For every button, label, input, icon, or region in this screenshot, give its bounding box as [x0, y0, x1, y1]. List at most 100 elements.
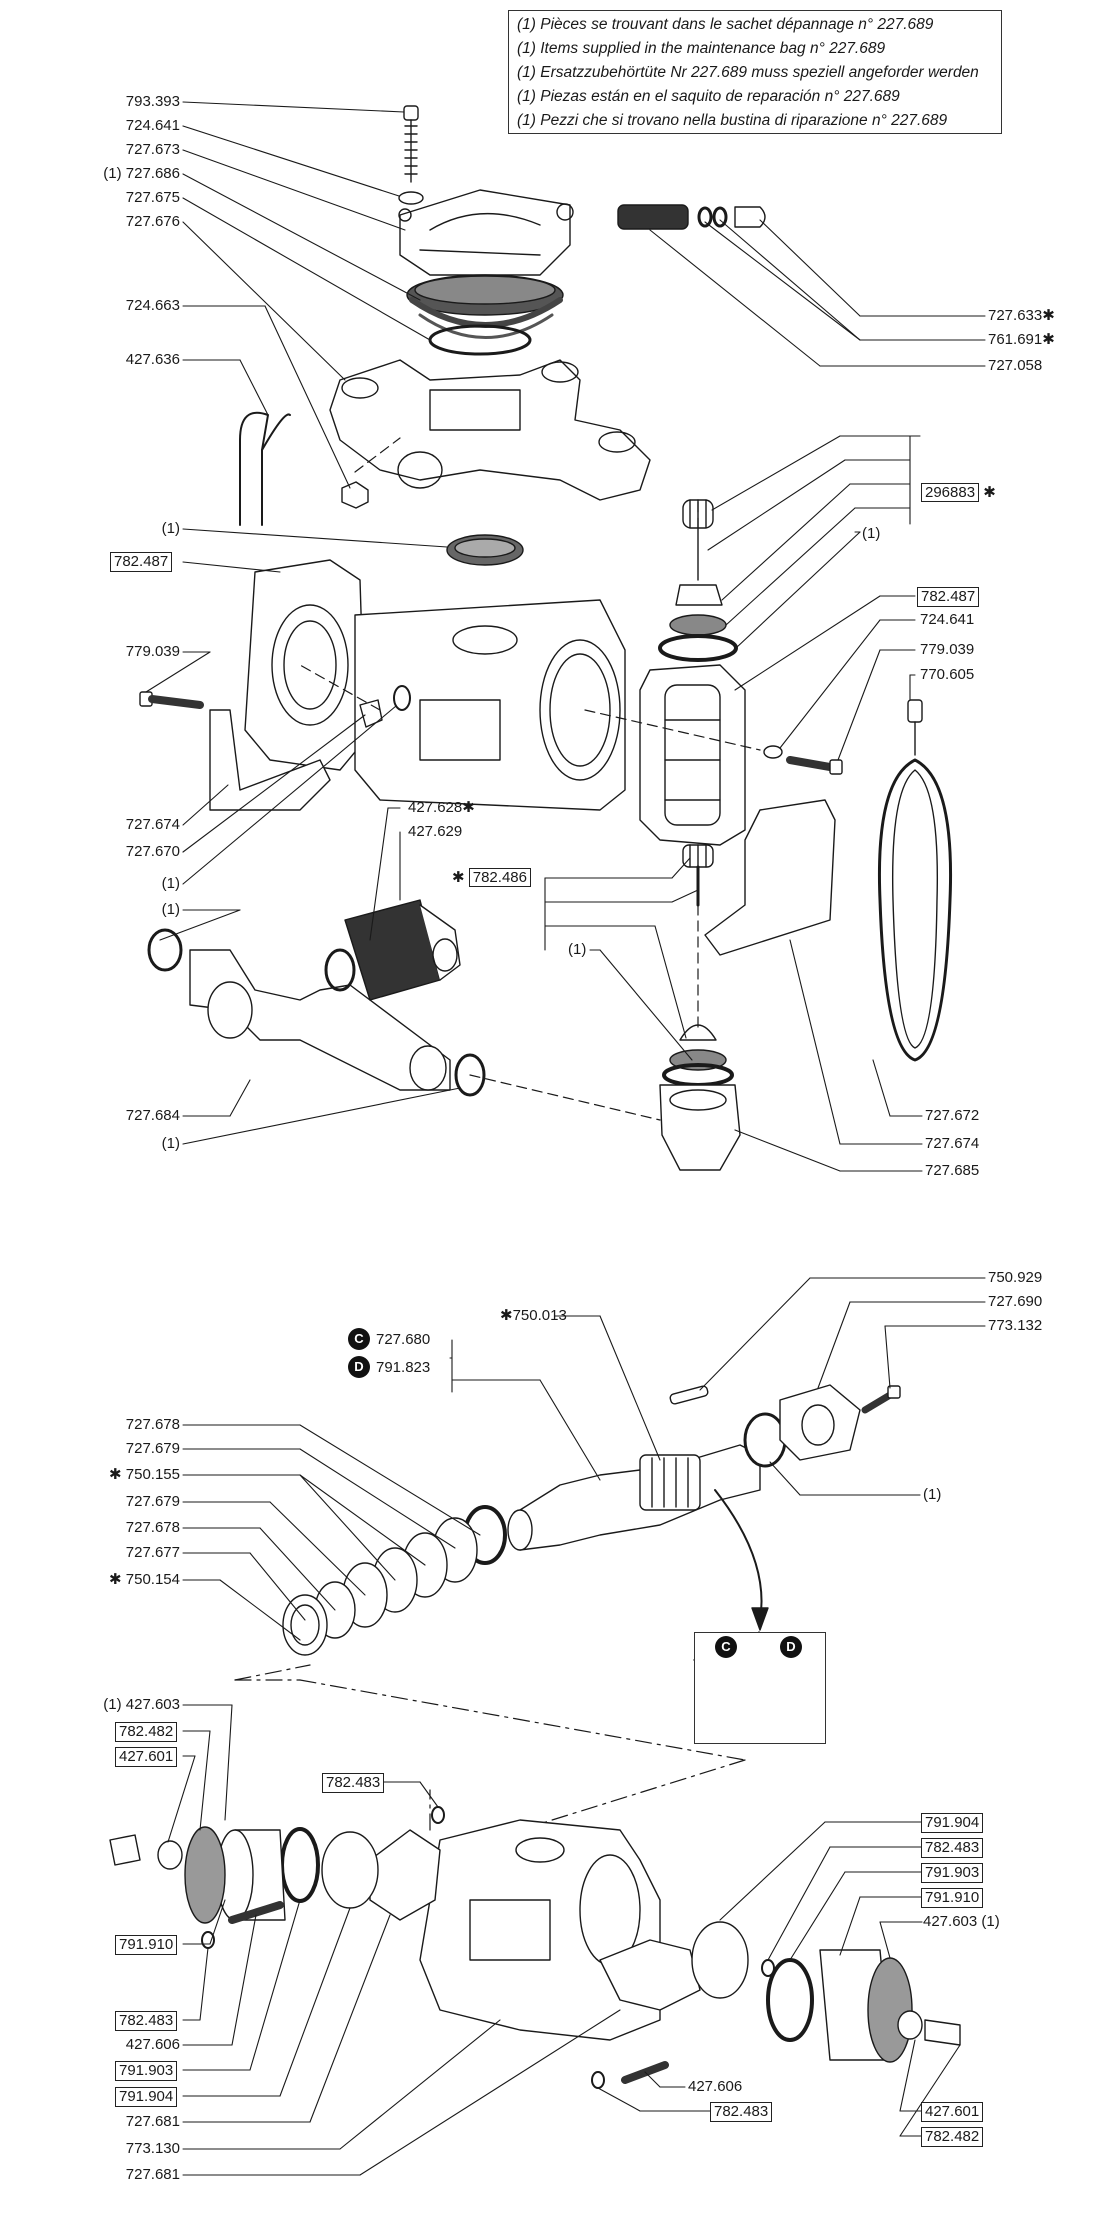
screw-793393-part	[403, 105, 419, 183]
part-label: 727.678	[125, 1416, 180, 1433]
o-ring-727675-part	[428, 324, 532, 356]
legend-line-en: (1) Items supplied in the maintenance ba…	[517, 40, 886, 57]
table-c-badge: C	[715, 1636, 737, 1658]
part-label: (1) 727.686	[103, 165, 180, 182]
connecting-rod-right-part	[599, 1939, 701, 2011]
part-label: 427.603 (1)	[923, 1913, 1000, 1930]
right-piston-stack-part	[691, 1921, 961, 2063]
diaphragm-part	[406, 274, 564, 339]
part-label-boxed: 791.903	[921, 1863, 984, 1883]
pump-body-part	[354, 599, 626, 811]
part-label: (1)	[161, 901, 180, 918]
bolt-779039a-part	[139, 691, 204, 709]
valve-782486-part	[662, 844, 734, 1087]
lower-pump-body-part	[419, 1819, 661, 2041]
washer-724641b-part	[763, 745, 783, 759]
part-label: 727.670	[125, 843, 180, 860]
part-label: 727.633✱	[988, 307, 1055, 324]
part-label-boxed: 782.482	[921, 2127, 984, 2147]
part-label: (1) 427.603	[103, 1696, 180, 1713]
legend-line-fr: (1) Pièces se trouvant dans le sachet dé…	[517, 16, 934, 33]
part-label: 750.929	[988, 1269, 1043, 1286]
bore-shape-table	[694, 1632, 826, 1744]
bracket-right-part	[704, 799, 836, 956]
key-750929-part	[669, 1385, 709, 1405]
part-label-group: ✱ 782.486	[452, 868, 531, 887]
part-label: (1)	[161, 875, 180, 892]
variant-c-badge: C	[348, 1328, 370, 1350]
part-label: 724.641	[125, 117, 180, 134]
nut-724663-part	[341, 481, 369, 509]
part-label: 727.679	[125, 1493, 180, 1510]
left-chamber-part	[244, 559, 366, 771]
part-label: (1)	[161, 520, 180, 537]
part-label: 427.636	[125, 351, 180, 368]
part-label: 727.673	[125, 141, 180, 158]
part-label-group: 296883 ✱	[921, 483, 996, 502]
part-label: 773.132	[988, 1317, 1043, 1334]
part-label: 727.678	[125, 1519, 180, 1536]
part-label: 427.628✱	[408, 799, 475, 816]
part-label: 727.679	[125, 1440, 180, 1457]
part-label: 727.690	[988, 1293, 1043, 1310]
part-label-boxed: 791.910	[115, 1935, 178, 1955]
part-label-boxed: 791.903	[115, 2061, 178, 2081]
belt-727672-part	[877, 699, 953, 1062]
part-label: (1)	[161, 1135, 180, 1152]
manifold-727684-part	[147, 928, 486, 1097]
part-label: 793.393	[125, 93, 180, 110]
legend-line-es: (1) Piezas están en el saquito de repara…	[517, 88, 900, 105]
part-label-boxed: 782.487	[917, 587, 980, 607]
variant-d-badge: D	[348, 1356, 370, 1378]
part-label: 727.677	[125, 1544, 180, 1561]
table-d-badge: D	[780, 1636, 802, 1658]
part-label: (1)	[862, 525, 881, 542]
part-label-boxed: 427.601	[115, 1747, 178, 1767]
part-label-boxed: 782.483	[115, 2011, 178, 2031]
washer-724641-part	[398, 191, 424, 205]
part-label-boxed: 782.483	[921, 1838, 984, 1858]
part-label: 727.672	[925, 1107, 980, 1124]
part-label: 727.058	[988, 357, 1043, 374]
part-label: 727.674	[925, 1135, 980, 1152]
part-label: 427.606	[125, 2036, 180, 2053]
part-label: 727.675	[125, 189, 180, 206]
circlip-782483a-part	[431, 1806, 445, 1824]
part-label-boxed: 791.910	[921, 1888, 984, 1908]
part-label: 773.130	[125, 2140, 180, 2157]
sleeve-427629-part	[344, 899, 461, 1001]
nozzle-727633-part	[617, 204, 766, 230]
bracket-left-part	[209, 709, 331, 811]
crankshaft-part	[507, 1444, 761, 1551]
part-label: 727.680	[376, 1331, 431, 1348]
bearing-stack-part	[282, 1505, 507, 1656]
part-label: 727.684	[125, 1107, 180, 1124]
part-label-boxed: 791.904	[921, 1813, 984, 1833]
part-label: ✱750.013	[500, 1307, 567, 1324]
part-label: 727.674	[125, 816, 180, 833]
circlip-782483c-part	[761, 1959, 775, 1977]
clip-427636-part	[239, 411, 269, 526]
part-label: (1)	[923, 1486, 942, 1503]
seal-part	[743, 1412, 787, 1468]
valve-cover-part	[398, 189, 574, 276]
bolt-779039b-part	[786, 756, 843, 775]
part-label: 724.663	[125, 297, 180, 314]
lower-valve-body-part	[659, 1084, 741, 1171]
part-label: ✱ 750.155	[109, 1466, 180, 1483]
plug-727670-part	[359, 685, 411, 728]
part-label-boxed: 427.601	[921, 2102, 984, 2122]
legend-line-de: (1) Ersatzzubehörtüte Nr 227.689 muss sp…	[517, 64, 979, 81]
pin-427606a-part	[228, 1901, 284, 1924]
part-label-boxed: 782.482	[115, 1722, 178, 1742]
part-label: (1)	[568, 941, 587, 958]
screw-773132-part	[861, 1385, 901, 1414]
part-label: 791.823	[376, 1359, 431, 1376]
flange-727690-part	[779, 1384, 861, 1461]
part-label: 779.039	[920, 641, 975, 658]
part-label: 427.606	[688, 2078, 743, 2095]
right-chamber-part	[639, 664, 746, 846]
part-label-boxed: 782.487	[110, 552, 173, 572]
legend-box: (1) Pièces se trouvant dans le sachet dé…	[508, 10, 1002, 134]
